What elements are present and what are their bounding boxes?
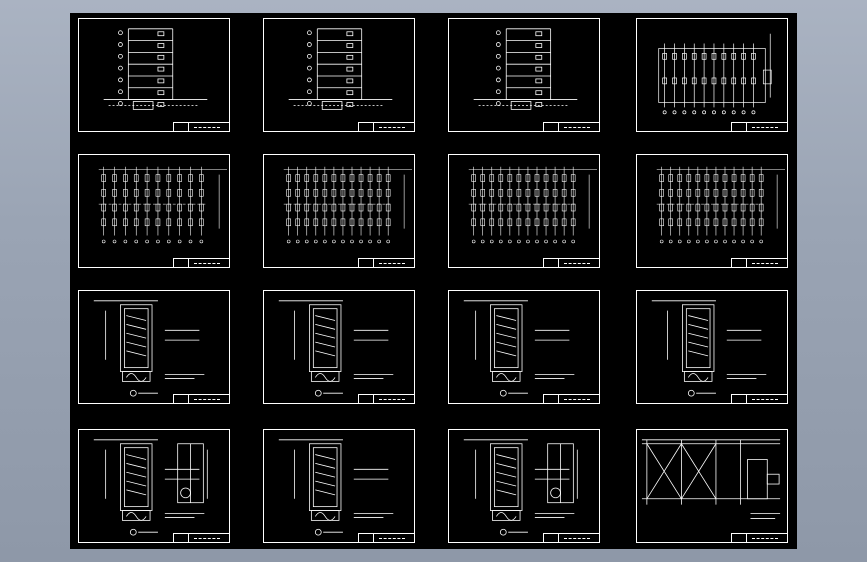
sheet-drawing-2-1	[98, 166, 228, 244]
sheet-drawing-1-4	[658, 33, 772, 115]
title-block	[173, 258, 229, 267]
cad-drawing-canvas[interactable]	[70, 13, 797, 549]
sheet-drawing-2-4	[656, 166, 786, 244]
sheet-drawing-1-2	[288, 28, 393, 110]
title-block	[358, 533, 414, 542]
title-block	[173, 394, 229, 403]
drawing-sheet-2-1[interactable]	[78, 154, 230, 268]
drawing-sheet-2-3[interactable]	[448, 154, 600, 268]
sheet-drawing-3-2	[278, 300, 394, 397]
title-block	[358, 394, 414, 403]
drawing-sheet-4-1[interactable]	[78, 429, 230, 543]
drawing-sheet-3-1[interactable]	[78, 290, 230, 404]
title-block	[731, 258, 787, 267]
drawing-sheet-4-4[interactable]	[636, 429, 788, 543]
sheet-drawing-2-2	[283, 166, 413, 244]
sheet-drawing-4-1	[93, 439, 208, 536]
drawing-sheet-3-2[interactable]	[263, 290, 415, 404]
sheet-drawing-2-3	[468, 166, 598, 244]
drawing-sheet-3-4[interactable]	[636, 290, 788, 404]
title-block	[543, 258, 599, 267]
sheet-drawing-4-4	[641, 439, 781, 519]
title-block	[543, 394, 599, 403]
sheet-drawing-3-3	[463, 300, 575, 397]
drawing-sheet-1-4[interactable]	[636, 18, 788, 132]
drawing-sheet-4-3[interactable]	[448, 429, 600, 543]
drawing-sheet-4-2[interactable]	[263, 429, 415, 543]
sheet-drawing-1-3	[473, 28, 578, 110]
sheet-drawing-3-4	[651, 300, 767, 397]
drawing-sheet-2-4[interactable]	[636, 154, 788, 268]
drawing-sheet-1-3[interactable]	[448, 18, 600, 132]
title-block	[173, 122, 229, 131]
sheet-drawing-4-2	[278, 439, 394, 536]
title-block	[358, 122, 414, 131]
title-block	[173, 533, 229, 542]
drawing-sheet-3-3[interactable]	[448, 290, 600, 404]
drawing-sheet-1-2[interactable]	[263, 18, 415, 132]
sheet-drawing-1-1	[103, 28, 208, 110]
title-block	[543, 122, 599, 131]
sheet-drawing-3-1	[93, 300, 205, 397]
title-block	[731, 122, 787, 131]
sheet-drawing-4-3	[463, 439, 578, 536]
drawing-sheet-2-2[interactable]	[263, 154, 415, 268]
title-block	[731, 533, 787, 542]
title-block	[358, 258, 414, 267]
title-block	[543, 533, 599, 542]
title-block	[731, 394, 787, 403]
drawing-sheet-1-1[interactable]	[78, 18, 230, 132]
